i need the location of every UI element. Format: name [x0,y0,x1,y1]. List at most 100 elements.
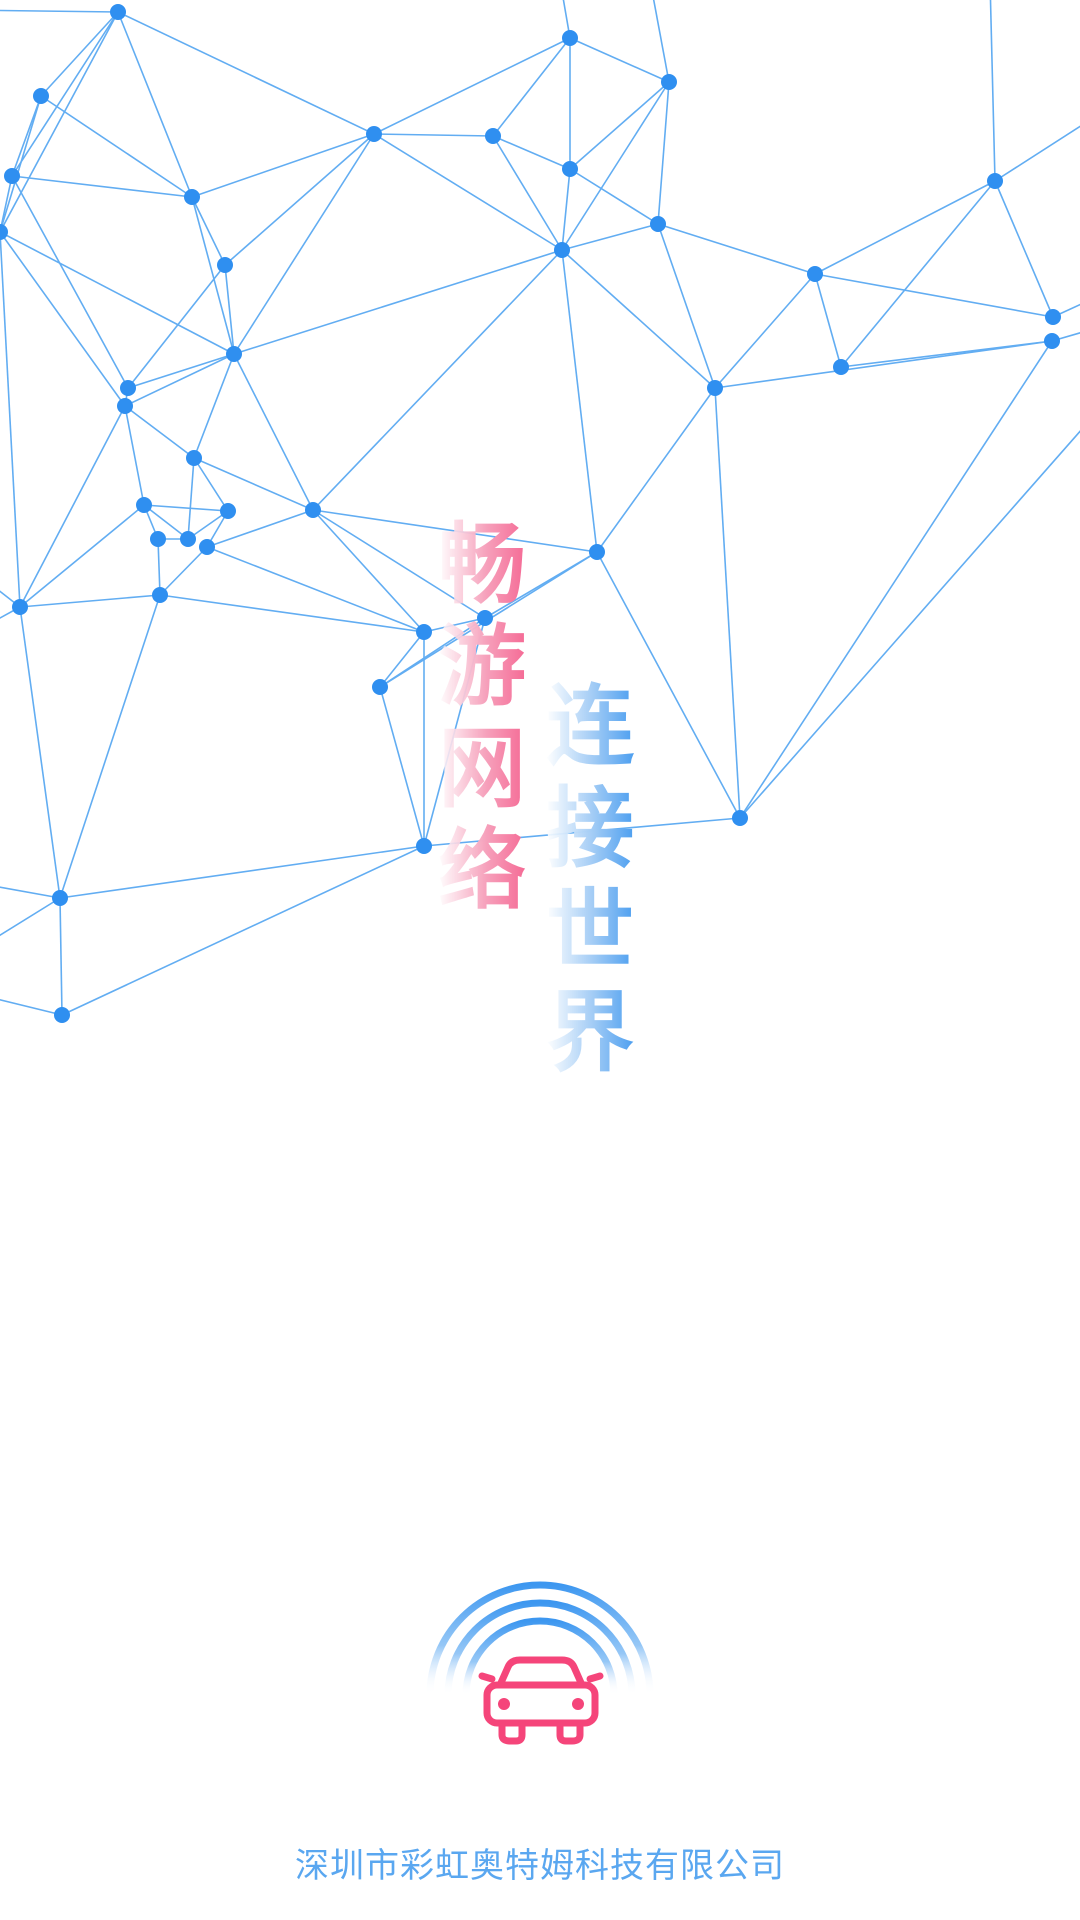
network-link [0,9,119,13]
slogan-right-column: 连 接 世 界 [546,676,634,1084]
network-link [143,504,229,512]
network-link [193,457,229,512]
car-signal-icon [426,1581,654,1745]
network-node [4,168,20,184]
network-link [657,81,670,225]
slogan-char: 游 [438,615,527,718]
network-node [117,398,133,414]
network-node [152,587,168,603]
network-link [117,11,193,198]
network-link [127,353,235,389]
slogan-char: 接 [546,777,635,880]
network-node [54,1007,70,1023]
network-link [596,551,741,819]
network-link [11,11,119,177]
network-link [157,538,161,596]
network-link [562,0,571,39]
network-link [994,180,1054,318]
network-link [233,133,375,355]
network-node [220,503,236,519]
network-node [136,497,152,513]
network-link [561,223,659,251]
network-link [159,546,208,596]
network-node [217,257,233,273]
network-node [554,242,570,258]
network-node [833,359,849,375]
network-link [224,133,375,266]
company-name: 深圳市彩虹奥特姆科技有限公司 [295,1846,785,1886]
network-link [40,95,193,198]
network-link [193,353,235,459]
network-link [596,387,716,553]
network-node [226,346,242,362]
network-node [416,624,432,640]
network-node [110,4,126,20]
network-link [61,845,425,1016]
network-node [987,173,1003,189]
network-link [714,387,741,819]
network-link [59,594,161,899]
network-link [193,457,314,511]
network-node [661,74,677,90]
network-link [124,405,195,459]
network-link [814,273,1054,318]
network-link [0,886,61,899]
network-link [0,231,126,407]
network-link [233,353,314,511]
network-link [0,998,63,1016]
network-link [19,606,61,899]
slogan-char: 世 [546,879,635,982]
network-link [423,617,486,847]
network-link [124,353,235,407]
network-node [0,224,8,240]
network-link [0,11,119,233]
network-link [492,135,571,170]
network-link [40,11,119,97]
network-link [423,817,741,847]
network-node [12,599,28,615]
network-node [485,128,501,144]
network-link [561,81,670,251]
network-node [477,610,493,626]
network-link [373,37,571,135]
network-node [416,838,432,854]
network-node [366,126,382,142]
network-node [52,890,68,906]
network-link [159,594,425,633]
network-link [379,686,425,847]
network-node [589,544,605,560]
network-link [373,133,563,251]
network-link [0,897,61,937]
network-link [312,509,486,619]
network-node [732,810,748,826]
network-link [59,845,425,899]
network-link [652,0,670,83]
slogan-char: 界 [546,981,635,1084]
network-node [184,189,200,205]
network-link [561,168,571,251]
network-node [305,502,321,518]
network-link [492,37,571,137]
network-link [127,264,226,389]
network-link [373,133,494,137]
slogan-char: 络 [438,819,527,922]
network-link [19,405,126,608]
network-node [372,679,388,695]
network-link [714,273,816,389]
slogan-left-column: 畅 游 网 络 [438,514,526,922]
network-link [840,180,996,368]
network-link [657,223,716,389]
network-link [187,510,229,540]
network-link [492,135,563,251]
network-link [143,504,189,540]
network-link [191,196,235,355]
network-link [19,594,161,608]
network-link [11,175,193,198]
network-node [807,266,823,282]
network-link [0,231,21,608]
network-link [11,175,129,389]
slogan-char: 网 [438,717,527,820]
network-link [739,430,1080,819]
network-node [120,380,136,396]
network-node [199,539,215,555]
